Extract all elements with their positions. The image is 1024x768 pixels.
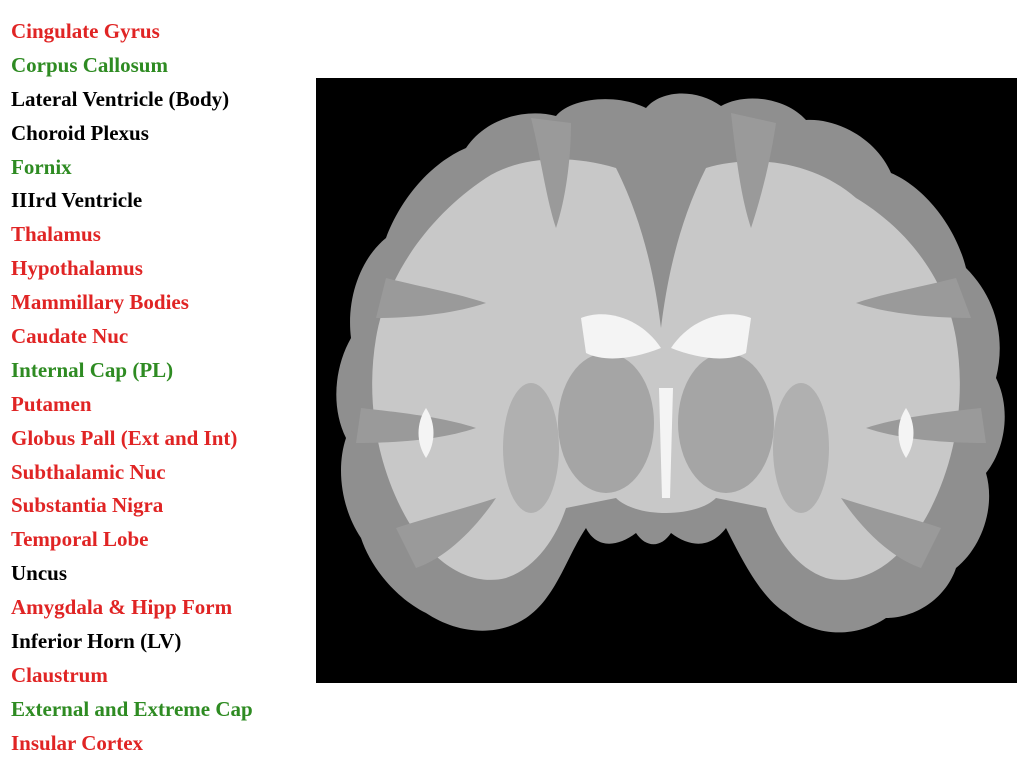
structure-label-list: Cingulate Gyrus Corpus Callosum Lateral … bbox=[11, 15, 253, 761]
label-insular-cortex: Insular Cortex bbox=[11, 730, 144, 755]
label-putamen: Putamen bbox=[11, 391, 92, 416]
label-caudate-nucleus: Caudate Nuc bbox=[11, 324, 129, 349]
ventricles bbox=[418, 314, 914, 498]
brain-section-image bbox=[316, 78, 1017, 683]
label-inferior-horn: Inferior Horn (LV) bbox=[11, 629, 182, 654]
label-uncus: Uncus bbox=[11, 561, 68, 586]
label-fornix: Fornix bbox=[11, 154, 72, 179]
label-corpus-callosum: Corpus Callosum bbox=[11, 52, 168, 77]
label-choroid-plexus: Choroid Plexus bbox=[11, 120, 149, 145]
label-temporal-lobe: Temporal Lobe bbox=[11, 527, 149, 552]
label-external-extreme-capsule: External and Extreme Cap bbox=[11, 696, 253, 721]
label-third-ventricle: IIIrd Ventricle bbox=[11, 188, 143, 213]
label-globus-pallidus: Globus Pall (Ext and Int) bbox=[11, 425, 238, 450]
label-mammillary-bodies: Mammillary Bodies bbox=[11, 290, 189, 315]
label-lateral-ventricle-body: Lateral Ventricle (Body) bbox=[11, 86, 230, 111]
label-amygdala-hippocampal-formation: Amygdala & Hipp Form bbox=[11, 595, 233, 620]
label-subthalamic-nucleus: Subthalamic Nuc bbox=[11, 459, 166, 484]
label-thalamus: Thalamus bbox=[11, 222, 101, 247]
label-hypothalamus: Hypothalamus bbox=[11, 256, 143, 281]
gyral-folds bbox=[356, 113, 986, 568]
deep-nuclei bbox=[503, 353, 829, 513]
label-substantia-nigra: Substantia Nigra bbox=[11, 493, 164, 518]
label-cingulate-gyrus: Cingulate Gyrus bbox=[11, 19, 160, 43]
brain-section-drawing bbox=[316, 78, 1017, 683]
label-internal-capsule: Internal Cap (PL) bbox=[11, 357, 174, 382]
label-claustrum: Claustrum bbox=[11, 662, 108, 687]
